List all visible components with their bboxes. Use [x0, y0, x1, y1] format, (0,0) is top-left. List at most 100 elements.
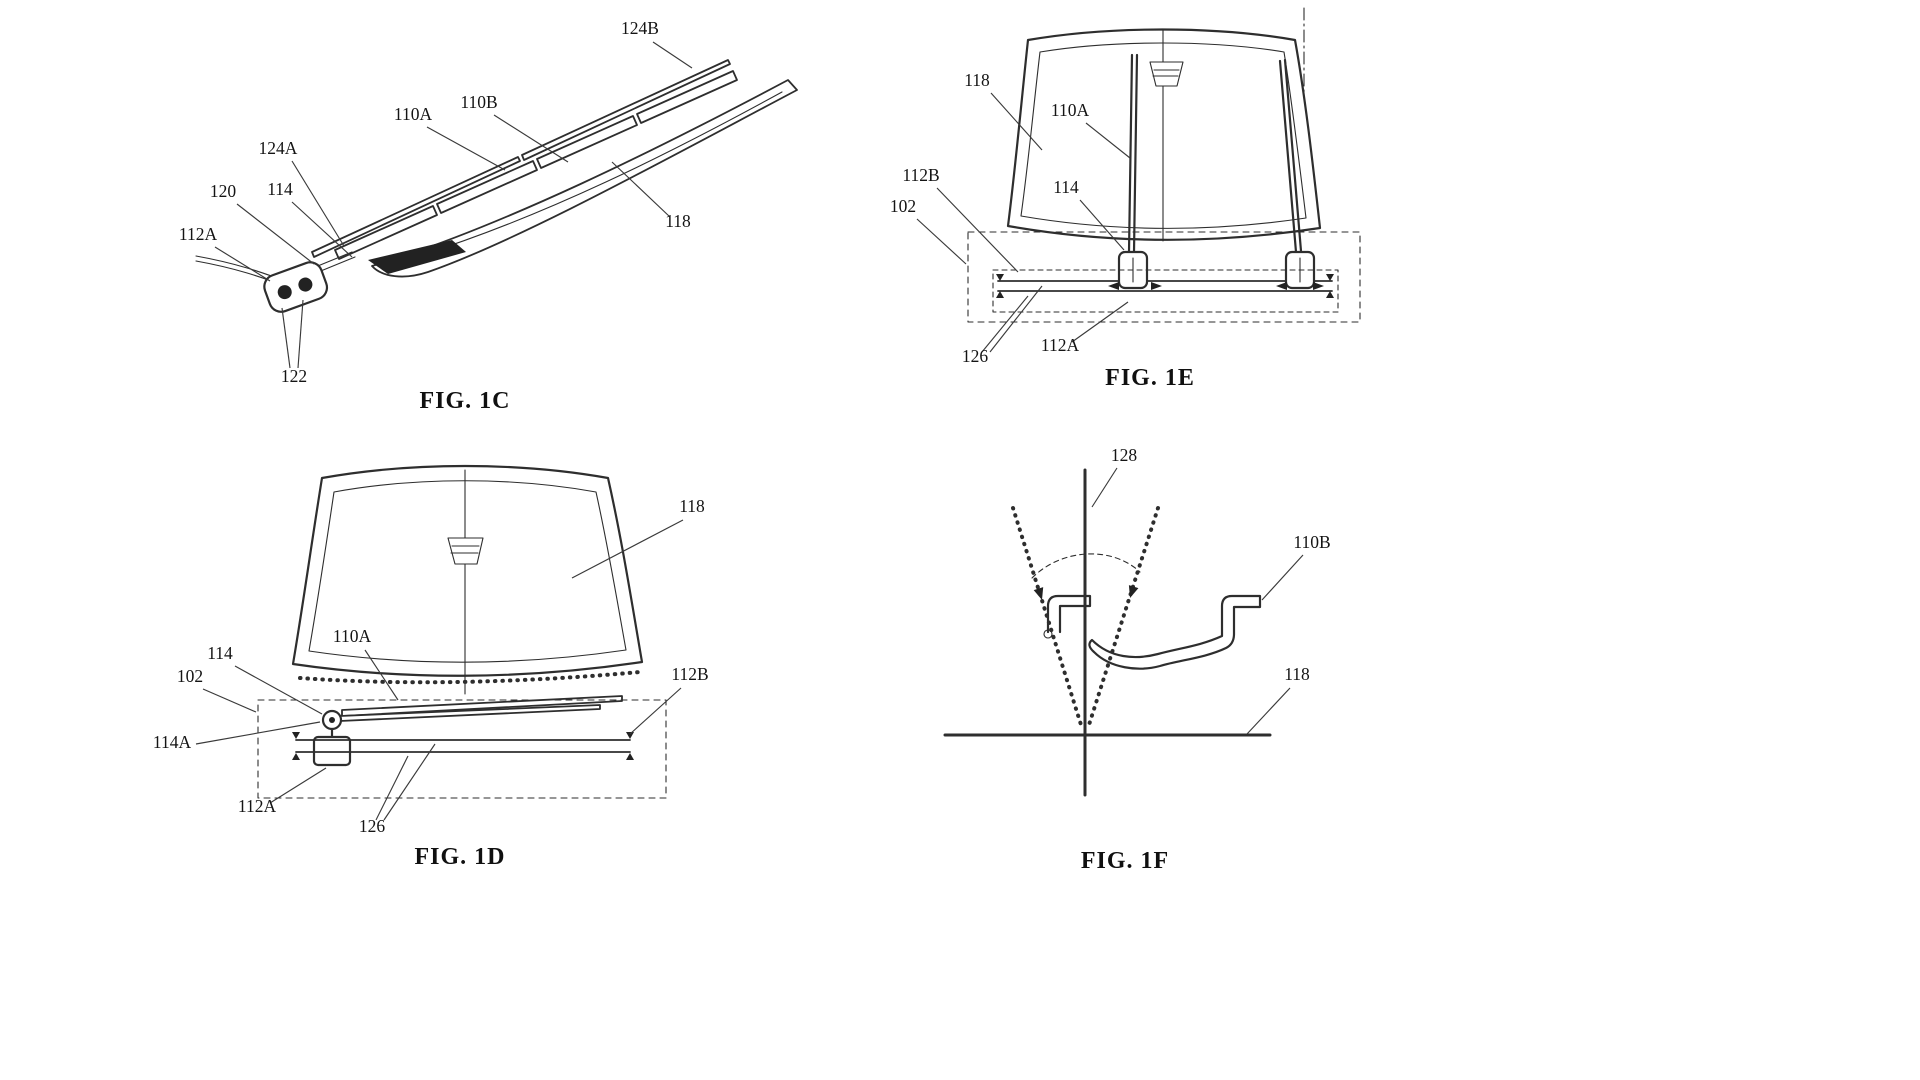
- arm-segment-3: [536, 115, 638, 169]
- sweep-dotted-left: [1011, 506, 1084, 730]
- travel-arrow-left: [1108, 282, 1119, 290]
- travel-arrow-right: [1151, 282, 1162, 290]
- ref-120: 120: [210, 181, 237, 201]
- rail-end-marker: [1326, 274, 1334, 281]
- left-wiper-blade: [1127, 53, 1134, 254]
- rail-end-marker: [292, 732, 300, 739]
- ref-102: 102: [890, 196, 916, 216]
- leader-110A: [426, 126, 506, 171]
- parked-blade-110A: [341, 695, 623, 717]
- leader-118: [571, 519, 684, 579]
- leader-124A: [291, 160, 345, 247]
- leader-110B: [1261, 554, 1304, 601]
- connector-122-body: [263, 261, 329, 313]
- carriage-block-112A: [312, 735, 352, 767]
- rail-strip-124A: [311, 156, 521, 258]
- travel-arrow-right2: [1313, 282, 1324, 290]
- ref-112A: 112A: [238, 796, 277, 816]
- ref-112A: 112A: [179, 224, 218, 244]
- hook-pivot-circle: [1043, 629, 1053, 639]
- leader-122a: [281, 307, 291, 369]
- leader-102: [916, 218, 967, 265]
- leader-112B: [629, 687, 682, 735]
- ref-114: 114: [207, 643, 233, 663]
- rail-end-marker: [1326, 291, 1334, 298]
- ref-126: 126: [359, 816, 386, 836]
- module-112B-box: [992, 269, 1339, 313]
- leader-126b: [383, 743, 436, 821]
- windshield-inner: [308, 480, 627, 663]
- leader-114: [234, 665, 323, 715]
- leader-126a: [981, 295, 1029, 353]
- leader-102: [202, 688, 257, 713]
- claw-profile-110B: [1088, 594, 1262, 670]
- leader-110A: [1085, 122, 1131, 159]
- hook-profile-small: [1046, 594, 1092, 634]
- module-102-box: [257, 699, 667, 799]
- windshield-inner: [1020, 42, 1307, 229]
- leader-118: [1246, 687, 1291, 735]
- ref-110A: 110A: [333, 626, 372, 646]
- ref-110B: 110B: [460, 92, 497, 112]
- leader-128: [1091, 467, 1118, 508]
- windshield-outer: [1006, 28, 1322, 241]
- figure-1d: 118 114 110A 102 112B 114A 112A 126 FIG.…: [153, 464, 709, 870]
- ref-110A: 110A: [394, 104, 433, 124]
- leader-110B: [493, 114, 569, 163]
- connector-122-pin-right: [298, 277, 313, 292]
- ref-112B: 112B: [671, 664, 708, 684]
- ref-128: 128: [1111, 445, 1138, 465]
- caption-fig-1f: FIG. 1F: [1081, 848, 1169, 874]
- left-wiper-arm: [1132, 53, 1139, 254]
- ref-118: 118: [679, 496, 705, 516]
- figure-1f: 128 110B 118 FIG. 1F: [943, 445, 1331, 874]
- arm-segment-1: [334, 205, 438, 260]
- ref-114: 114: [1053, 177, 1079, 197]
- ref-114A: 114A: [153, 732, 192, 752]
- leader-112A: [1071, 301, 1129, 343]
- sweep-arrowhead-right: [1128, 585, 1139, 598]
- leader-120: [236, 203, 315, 265]
- figure-1c: 124B 110A 110B 124A 114 120 112A 118 122…: [179, 18, 798, 414]
- leader-126b: [989, 285, 1043, 353]
- blade-118-inner-line: [404, 91, 783, 261]
- figure-1e: 118 110A 112B 102 114 126 112A FIG. 1E: [890, 7, 1361, 391]
- ref-102: 102: [177, 666, 203, 686]
- leader-118: [990, 92, 1043, 151]
- leader-110A: [364, 649, 399, 701]
- leader-126a: [375, 755, 409, 821]
- leader-124B: [652, 41, 693, 69]
- ref-110A: 110A: [1051, 100, 1090, 120]
- sweep-arc-dashed: [1031, 553, 1141, 579]
- ref-126: 126: [962, 346, 989, 366]
- cowl-dotted-line: [298, 670, 642, 685]
- ref-118: 118: [964, 70, 990, 90]
- blade-dark-wedge: [368, 240, 466, 274]
- sweep-dotted-right: [1086, 506, 1160, 730]
- ref-122: 122: [281, 366, 307, 386]
- leader-112A: [269, 767, 327, 804]
- caption-fig-1d: FIG. 1D: [415, 844, 506, 870]
- windshield-outer: [291, 464, 644, 677]
- leader-112B: [936, 187, 1019, 273]
- rail-end-marker: [996, 274, 1004, 281]
- rail-end-marker: [996, 291, 1004, 298]
- travel-arrow-left2: [1276, 282, 1287, 290]
- connector-122-pin-left: [277, 285, 292, 300]
- ref-118: 118: [665, 211, 691, 231]
- right-wiper-blade: [1278, 59, 1298, 254]
- ref-124B: 124B: [621, 18, 659, 38]
- connector-122: [263, 261, 329, 313]
- rail-end-marker: [626, 732, 634, 739]
- module-102-box: [967, 231, 1361, 323]
- rail-end-marker: [292, 753, 300, 760]
- ref-118: 118: [1284, 664, 1310, 684]
- leader-112A: [214, 246, 271, 282]
- leader-122b: [297, 299, 304, 369]
- arm-segment-4: [636, 70, 738, 124]
- leader-118: [611, 161, 671, 218]
- caption-fig-1e: FIG. 1E: [1105, 365, 1195, 391]
- sweep-arrowhead-left: [1033, 587, 1044, 600]
- ref-112B: 112B: [902, 165, 939, 185]
